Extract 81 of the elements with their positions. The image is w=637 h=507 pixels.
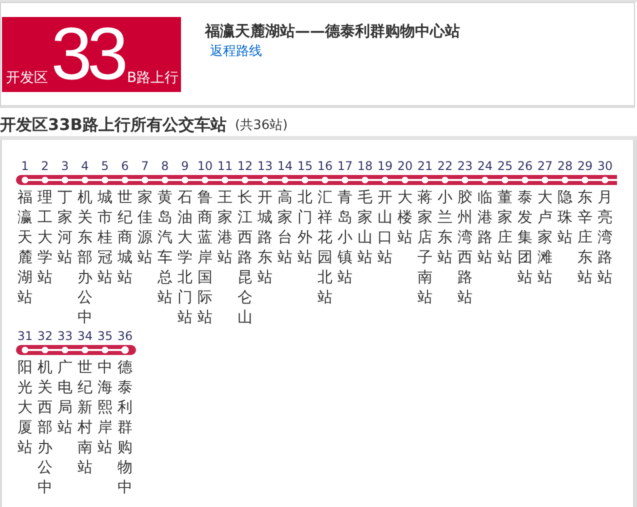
stop-name: 蒋家店子南站 — [417, 187, 433, 307]
stop-number: 31 — [16, 328, 34, 344]
stop-name: 胶州湾西路站 — [457, 187, 473, 307]
stop-name: 理工大学站 — [37, 187, 53, 287]
stop-name: 丁家河站 — [57, 187, 73, 267]
stop-name: 东辛庄东站 — [577, 187, 593, 287]
stop-number: 22 — [436, 158, 454, 174]
stop-name: 大卢家滩站 — [537, 187, 553, 287]
stop-name: 青岛小镇站 — [337, 187, 353, 287]
stop-number: 7 — [140, 158, 150, 174]
stop-name: 城市桂冠站 — [97, 187, 113, 287]
stop-number: 9 — [180, 158, 190, 174]
stop-name: 高家台站 — [277, 187, 293, 267]
stop-number: 4 — [80, 158, 90, 174]
stop-number: 14 — [276, 158, 294, 174]
stop-number: 29 — [576, 158, 594, 174]
stop-count: (共36站) — [235, 117, 288, 135]
stop-name: 小兰东站 — [437, 187, 453, 267]
stop-name: 德泰利群购物中 — [117, 357, 133, 497]
stop-number: 1 — [20, 158, 30, 174]
stop-name: 石油大学北门站 — [177, 187, 193, 327]
stop-number: 11 — [216, 158, 234, 174]
stop-number: 17 — [336, 158, 354, 174]
stop-name: 北门外站 — [297, 187, 313, 267]
stop-name: 汇祥花园北站 — [317, 187, 333, 307]
stop-name: 鲁商蓝岸国际站 — [197, 187, 213, 327]
stop-number: 18 — [356, 158, 374, 174]
stop-name: 黄岛汽车总站 — [157, 187, 173, 307]
stop-number: 20 — [396, 158, 414, 174]
route-title: 福瀛天麓湖站——德泰利群购物中心站 — [205, 21, 460, 41]
route-prefix: 开发区 — [6, 70, 48, 87]
stop-number: 34 — [76, 328, 94, 344]
stop-number: 8 — [160, 158, 170, 174]
stop-name: 机关东部办公中 — [77, 187, 93, 327]
stop-number: 19 — [376, 158, 394, 174]
stop-name: 隐珠站 — [557, 187, 573, 247]
stop-name: 广电局站 — [57, 357, 73, 437]
stop-number: 36 — [116, 328, 134, 344]
stop-name: 世纪商城站 — [117, 187, 133, 287]
stop-number: 15 — [296, 158, 314, 174]
stop-number: 32 — [36, 328, 54, 344]
stop-name: 开山口站 — [377, 187, 393, 267]
stop-number: 6 — [120, 158, 130, 174]
stop-name: 阳光大厦站 — [17, 357, 33, 457]
stop-number: 2 — [40, 158, 50, 174]
stop-number: 12 — [236, 158, 254, 174]
stop-number: 30 — [596, 158, 614, 174]
stop-name: 机关西部办公中 — [37, 357, 53, 497]
stop-number: 28 — [556, 158, 574, 174]
stop-number: 16 — [316, 158, 334, 174]
stop-name: 世纪新村南站 — [77, 357, 93, 477]
stop-name: 中海熙岸站 — [97, 357, 113, 457]
stop-number: 25 — [496, 158, 514, 174]
stop-number: 13 — [256, 158, 274, 174]
stop-name: 开城路东站 — [257, 187, 273, 287]
stop-number: 27 — [536, 158, 554, 174]
stop-number: 5 — [100, 158, 110, 174]
section-heading: 开发区33B路上行所有公交车站 — [0, 115, 226, 135]
stop-name: 临港路站 — [477, 187, 493, 267]
stop-name: 大楼站 — [397, 187, 413, 247]
stop-name: 家佳源站 — [137, 187, 153, 267]
stop-name: 董家庄站 — [497, 187, 513, 267]
stop-number: 35 — [96, 328, 114, 344]
stop-name: 泰发集团站 — [517, 187, 533, 287]
route-badge — [2, 17, 181, 92]
stop-name: 长江西路昆仑山 — [237, 187, 253, 327]
stop-number: 3 — [60, 158, 70, 174]
route-suffix: B路上行 — [127, 70, 179, 87]
route-number: 33 — [51, 19, 124, 89]
stop-name: 福瀛天麓湖站 — [17, 187, 33, 307]
stop-number: 26 — [516, 158, 534, 174]
route-header-panel — [0, 2, 635, 108]
stop-number: 10 — [196, 158, 214, 174]
stop-name: 毛家山站 — [357, 187, 373, 267]
stop-number: 21 — [416, 158, 434, 174]
stop-name: 王家港站 — [217, 187, 233, 267]
stop-number: 24 — [476, 158, 494, 174]
stop-name: 月亮湾路站 — [597, 187, 613, 287]
stop-number: 33 — [56, 328, 74, 344]
stop-number: 23 — [456, 158, 474, 174]
return-route-link: 返程路线 — [210, 43, 262, 61]
